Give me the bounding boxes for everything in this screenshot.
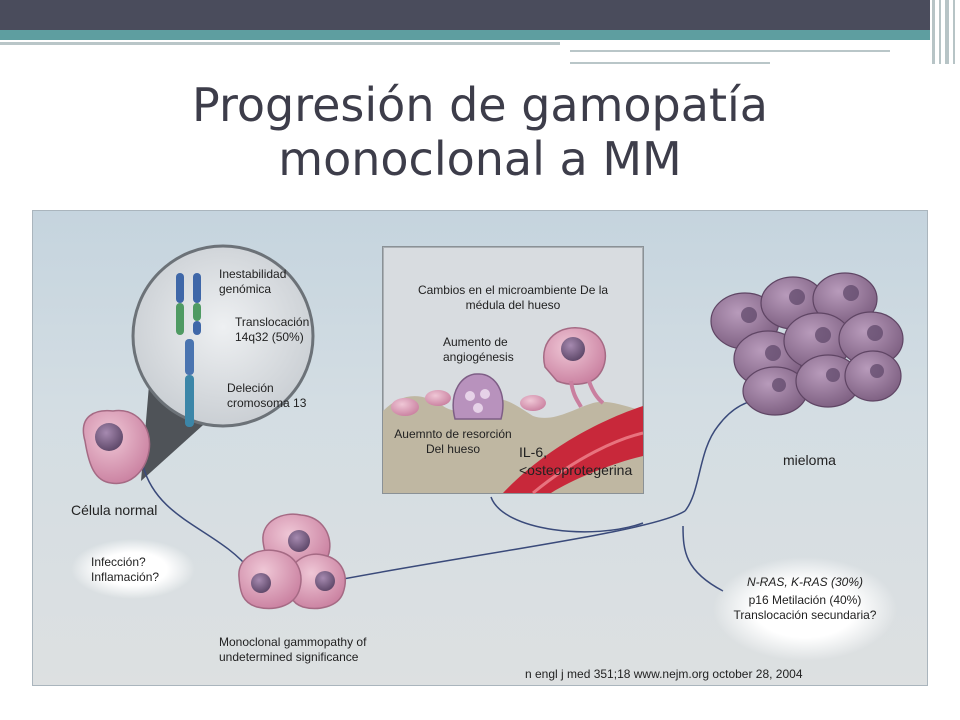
angiogenesis-label: Aumento de angiogénesis xyxy=(443,335,514,364)
divider-line xyxy=(570,50,890,52)
myeloma-label: mieloma xyxy=(783,452,836,468)
figure-artwork xyxy=(71,244,904,661)
normal-cell-label: Célula normal xyxy=(71,502,158,518)
mgus-cells xyxy=(238,513,346,610)
microenvironment-label: Cambios en el microambiente De la médula… xyxy=(417,283,609,312)
divider-line xyxy=(0,42,560,45)
deletion-label: Deleción cromosoma 13 xyxy=(227,381,307,410)
normal-cell xyxy=(82,409,151,485)
progression-arrow xyxy=(342,510,686,580)
divider-line xyxy=(570,62,770,64)
progression-arrow xyxy=(684,394,764,512)
microenvironment-panel xyxy=(382,246,644,495)
progression-arrow xyxy=(682,525,724,592)
secondary-events-label: p16 Metilación (40%) Translocación secun… xyxy=(733,593,877,622)
instability-label: Inestabilidad genómica xyxy=(219,267,287,296)
edge-decoration xyxy=(930,0,960,64)
bone-resorption-label: Auemnto de resorción Del hueso xyxy=(394,427,512,456)
translocation-label: Translocación 14q32 (50%) xyxy=(235,315,310,344)
myeloma-cells xyxy=(710,272,904,416)
progression-figure: Inestabilidad genómica Translocación 14q… xyxy=(32,210,928,686)
header-bar xyxy=(0,0,930,30)
progression-arrow xyxy=(142,465,253,574)
label-glow xyxy=(713,557,897,661)
citation: n engl j med 351;18 www.nejm.org october… xyxy=(525,667,803,681)
mgus-label: Monoclonal gammopathy of undetermined si… xyxy=(219,635,367,664)
progression-arrow xyxy=(490,496,644,533)
infection-label: Infección? Inflamación? xyxy=(91,555,160,584)
il6-label: IL-6, <osteoprotegerina xyxy=(519,444,633,478)
accent-strip xyxy=(0,30,930,40)
slide-title: Progresión de gamopatía monoclonal a MM xyxy=(192,78,768,186)
chromosome-icon xyxy=(176,273,201,427)
ras-mutation-label: N-RAS, K-RAS (30%) xyxy=(746,575,864,589)
label-glow xyxy=(71,539,195,599)
